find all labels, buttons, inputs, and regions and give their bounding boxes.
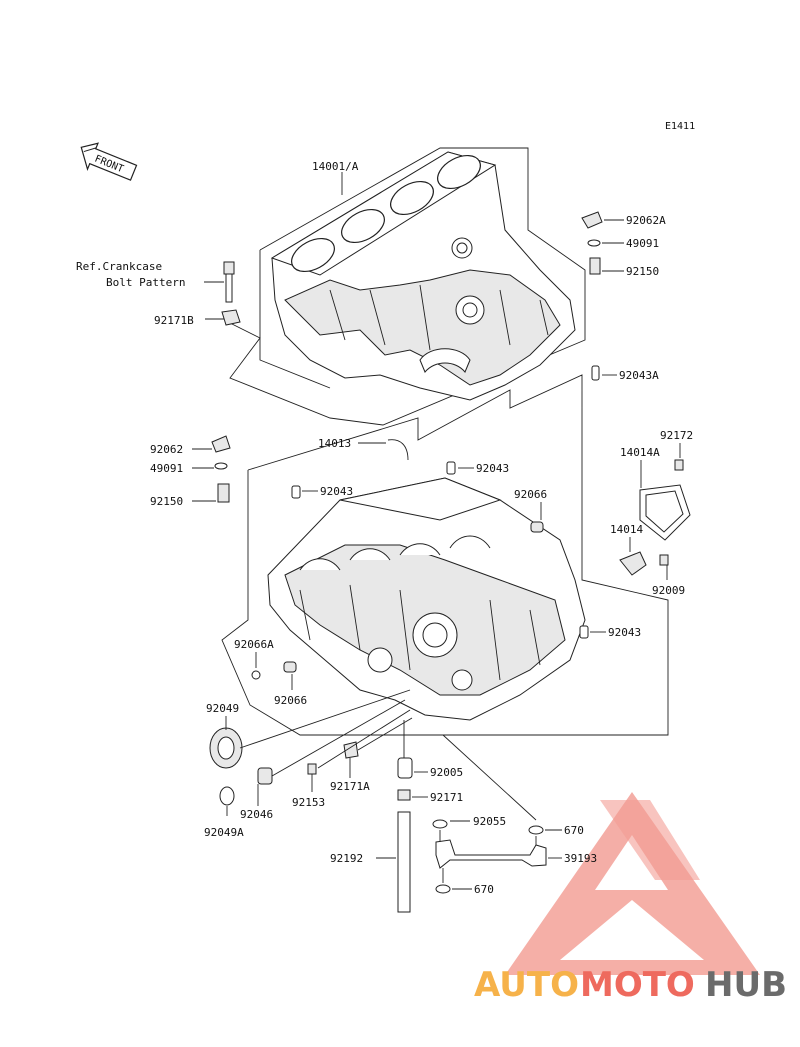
label-92172: 92172 <box>660 429 693 442</box>
diagram-code: E1411 <box>665 121 695 132</box>
plug-92066-top <box>530 521 544 533</box>
oil-pipe-parts <box>397 757 547 913</box>
upper-crankcase <box>270 151 576 401</box>
label-92043A: 92043A <box>619 369 659 382</box>
dowel-92043-b <box>291 485 301 499</box>
label-92153: 92153 <box>292 796 325 809</box>
ref-note-line1: Ref.Crankcase <box>76 260 162 273</box>
label-92150-left: 92150 <box>150 495 183 508</box>
label-92062A: 92062A <box>626 214 666 227</box>
label-92150-top: 92150 <box>626 265 659 278</box>
label-92005: 92005 <box>430 766 463 779</box>
small-parts-top-right <box>581 211 603 381</box>
label-670-bot: 670 <box>474 883 494 896</box>
label-92192: 92192 <box>330 852 363 865</box>
label-14013: 14013 <box>318 437 351 450</box>
label-92046: 92046 <box>240 808 273 821</box>
label-92055: 92055 <box>473 815 506 828</box>
watermark-text: AUTO MOTO HUB <box>474 965 787 1005</box>
small-parts-left <box>211 435 409 503</box>
leader-lines <box>192 172 681 890</box>
label-14014: 14014 <box>610 523 643 536</box>
label-14014A: 14014A <box>620 446 660 459</box>
label-92043-a: 92043 <box>476 462 509 475</box>
label-14001A: 14001/A <box>312 160 359 173</box>
label-49091-left: 49091 <box>150 462 183 475</box>
watermark-triangle-icon <box>505 792 760 975</box>
label-92171: 92171 <box>430 791 463 804</box>
watermark-moto: MOTO <box>580 965 695 1005</box>
watermark-logo <box>505 792 760 975</box>
label-92066-top: 92066 <box>514 488 547 501</box>
label-92171B: 92171B <box>154 314 194 327</box>
label-92049A: 92049A <box>204 826 244 839</box>
part-labels: 14001/A Ref.Crankcase Bolt Pattern 92171… <box>76 160 693 896</box>
label-670-top: 670 <box>564 824 584 837</box>
ref-note-line2: Bolt Pattern <box>106 276 185 289</box>
seal-parts <box>209 661 359 806</box>
lower-crankcase <box>267 477 586 721</box>
front-arrow-icon <box>80 142 138 181</box>
label-92062: 92062 <box>150 443 183 456</box>
label-92171A: 92171A <box>330 780 370 793</box>
front-arrow: FRONT <box>80 142 138 181</box>
label-92049: 92049 <box>206 702 239 715</box>
watermark-hub: HUB <box>705 965 787 1005</box>
label-92043-b: 92043 <box>320 485 353 498</box>
dowel-92043-c <box>579 625 589 639</box>
label-92066A: 92066A <box>234 638 274 651</box>
ref-bolt <box>221 261 241 326</box>
cover-parts-right <box>619 459 691 576</box>
dowel-92043-a <box>446 461 456 475</box>
label-92066-low: 92066 <box>274 694 307 707</box>
watermark-auto: AUTO <box>474 965 579 1005</box>
label-92009: 92009 <box>652 584 685 597</box>
label-49091-top: 49091 <box>626 237 659 250</box>
label-39193: 39193 <box>564 852 597 865</box>
label-92043-c: 92043 <box>608 626 641 639</box>
